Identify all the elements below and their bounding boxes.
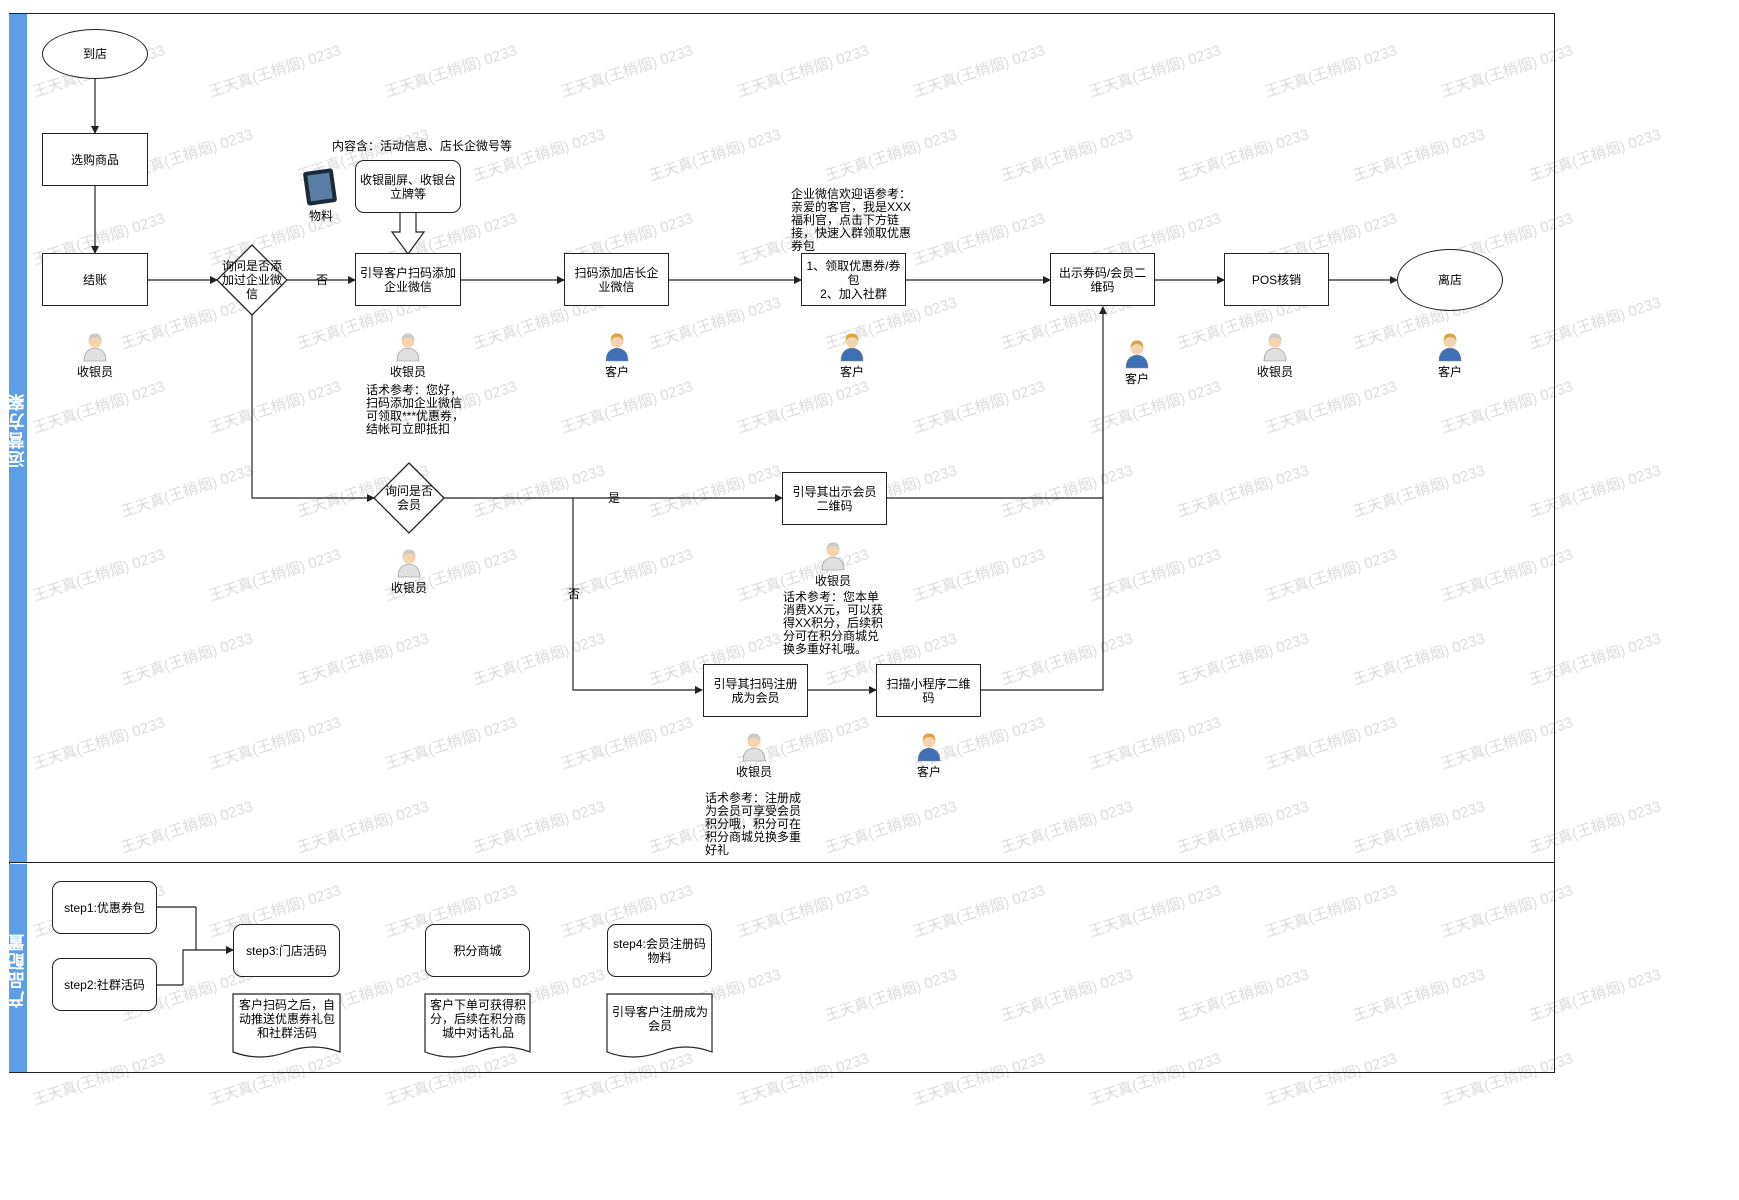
doc-step4-text: 引导客户注册成为会员 xyxy=(611,1005,708,1033)
decision-member-diamond xyxy=(373,462,445,534)
material-box[interactable]: 收银副屏、收银台立牌等 xyxy=(355,160,461,213)
get-coupon-box[interactable]: 1、领取优惠券/券包 2、加入社群 xyxy=(801,253,906,306)
mall-box[interactable]: 积分商城 xyxy=(425,924,530,977)
customer-icon xyxy=(1122,337,1152,369)
customer-label: 客户 xyxy=(604,365,629,379)
decision-wecom-diamond xyxy=(216,244,288,316)
no-label-2: 否 xyxy=(567,587,580,601)
checkout-box[interactable]: 结账 xyxy=(42,253,148,306)
cashier-label: 收银员 xyxy=(735,765,772,779)
doc-step4-shape xyxy=(606,993,713,1058)
script-points-note: 话术参考：您本单消费XX元，可以获得XX积分，后续积分可在积分商城兑换多重好礼哦… xyxy=(783,590,884,656)
wecom-welcome-note: 企业微信欢迎语参考：亲爱的客官，我是XXX福利官，点击下方链接，快速入群领取优惠… xyxy=(791,187,912,253)
guide-register-box[interactable]: 引导其扫码注册成为会员 xyxy=(703,664,808,717)
cashier-icon xyxy=(818,539,848,571)
pos-box[interactable]: POS核销 xyxy=(1224,253,1329,306)
leave-ellipse[interactable]: 离店 xyxy=(1397,249,1503,311)
doc-mall-text: 客户下单可获得积分，后续在积分商城中对话礼品 xyxy=(429,998,526,1040)
arrow-ask-member xyxy=(251,315,375,502)
customer-icon xyxy=(837,330,867,362)
script-register-note: 话术参考：注册成为会员可享受会员积分哦，积分可在积分商城兑换多重好礼 xyxy=(705,791,802,857)
choose-box[interactable]: 选购商品 xyxy=(42,133,148,186)
customer-label: 客户 xyxy=(1437,365,1462,379)
script-scan-note: 话术参考：您好，扫码添加企业微信可领取***优惠券，结帐可立即抵扣 xyxy=(366,383,465,436)
guide-scan-box[interactable]: 引导客户扫码添加企业微信 xyxy=(355,253,461,306)
cashier-label: 收银员 xyxy=(76,365,113,379)
cashier-label: 收银员 xyxy=(389,365,426,379)
customer-icon xyxy=(1435,330,1465,362)
top-lane-bar xyxy=(9,14,27,862)
arrow-member-no xyxy=(572,498,703,694)
material-label: 物料 xyxy=(308,209,333,223)
yes-label: 是 xyxy=(607,491,620,505)
cashier-label: 收银员 xyxy=(390,581,427,595)
tablet-icon xyxy=(303,168,337,206)
step2-box[interactable]: step2:社群活码 xyxy=(52,958,157,1011)
doc-step3-shape xyxy=(232,993,341,1058)
customer-label: 客户 xyxy=(839,365,864,379)
customer-icon xyxy=(602,330,632,362)
cashier-icon xyxy=(739,730,769,762)
no-label-1: 否 xyxy=(315,273,328,287)
cashier-label: 收银员 xyxy=(814,574,851,588)
material-hollow-arrow xyxy=(390,211,426,256)
cashier-icon xyxy=(80,330,110,362)
show-code-box[interactable]: 出示券码/会员二维码 xyxy=(1050,253,1155,306)
scan-mini-box[interactable]: 扫描小程序二维码 xyxy=(876,664,981,717)
cashier-label: 收银员 xyxy=(1256,365,1293,379)
doc-mall-shape xyxy=(424,993,531,1058)
arrow-step2-step3 xyxy=(182,949,196,985)
guide-member-qr-box[interactable]: 引导其出示会员二维码 xyxy=(782,472,887,525)
scan-add-box[interactable]: 扫码添加店长企业微信 xyxy=(564,253,669,306)
material-content-note: 内容含：活动信息、店长企微号等 xyxy=(332,139,513,153)
customer-label: 客户 xyxy=(916,765,941,779)
arrow-mini-show xyxy=(981,306,1107,691)
step1-box[interactable]: step1:优惠券包 xyxy=(52,881,157,934)
step3-box[interactable]: step3:门店活码 xyxy=(233,924,340,977)
cashier-icon xyxy=(394,546,424,578)
ask-wecom-label[interactable]: 询问是否添加过企业微信 xyxy=(221,259,282,301)
bottom-lane-bar xyxy=(9,864,27,1072)
arrive-ellipse[interactable]: 到店 xyxy=(42,29,148,79)
step4-box[interactable]: step4:会员注册码物料 xyxy=(607,924,712,977)
customer-label: 客户 xyxy=(1124,372,1149,386)
customer-icon xyxy=(914,730,944,762)
arrow-step1-step3 xyxy=(195,907,234,954)
doc-step3-text: 客户扫码之后，自动推送优惠券礼包和社群活码 xyxy=(238,998,335,1040)
cashier-icon xyxy=(393,330,423,362)
cashier-icon xyxy=(1260,330,1290,362)
ask-member-label[interactable]: 询问是否会员 xyxy=(384,484,433,512)
